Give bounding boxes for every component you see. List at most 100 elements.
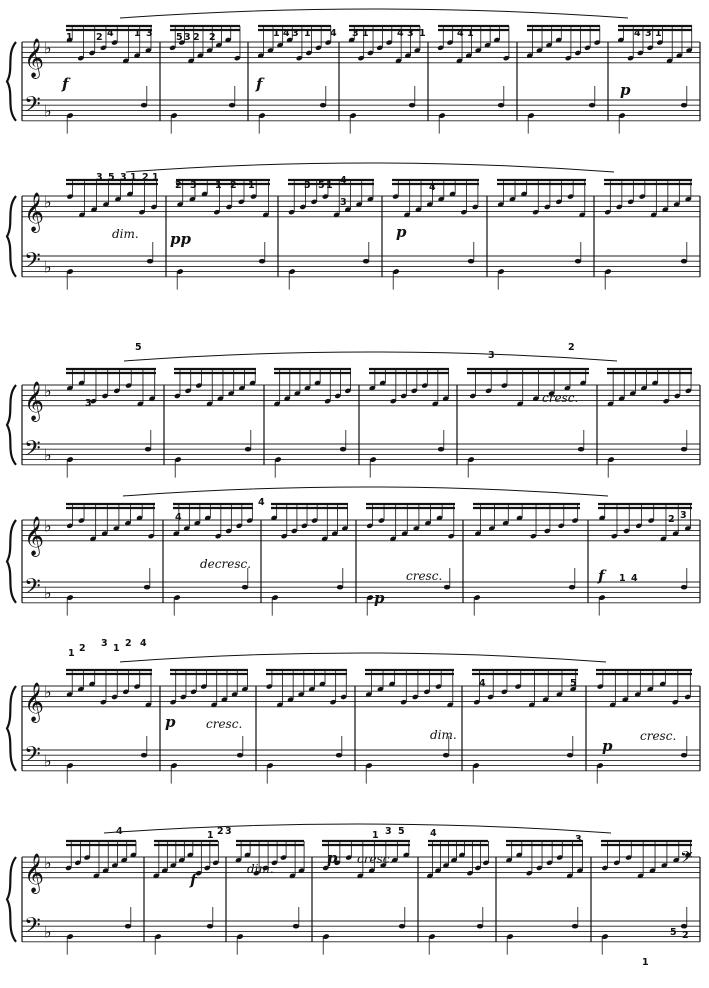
notehead xyxy=(322,865,329,871)
notehead xyxy=(572,518,578,523)
notehead xyxy=(594,40,601,45)
notehead xyxy=(414,48,421,53)
dynamic-marking: p xyxy=(620,81,631,99)
notehead xyxy=(77,55,84,61)
dynamic-marking: p xyxy=(327,849,338,867)
bass-clef-icon: 𝄢 xyxy=(24,575,41,605)
notehead xyxy=(395,58,402,64)
fingering-number: 1 xyxy=(619,573,626,584)
notehead xyxy=(344,207,351,212)
notehead xyxy=(146,258,154,264)
notehead xyxy=(100,699,107,705)
notehead xyxy=(66,934,74,940)
fingering-number: 1 xyxy=(68,648,75,659)
fingering-number: 3 xyxy=(304,180,311,191)
notehead xyxy=(176,269,184,275)
notehead xyxy=(435,868,441,873)
notehead xyxy=(649,868,656,873)
notehead xyxy=(170,863,177,868)
notehead xyxy=(386,40,393,45)
notehead xyxy=(368,868,375,873)
notehead xyxy=(235,857,242,863)
fingering-number: 4 xyxy=(330,28,337,39)
fingering-number: 3 xyxy=(645,28,652,39)
flat-icon: ♭ xyxy=(44,258,52,277)
notehead xyxy=(236,523,243,529)
notehead xyxy=(588,102,596,108)
notehead xyxy=(66,37,73,43)
fingering-number: 4 xyxy=(116,826,123,837)
treble-clef-icon: 𝄞 xyxy=(24,516,44,557)
measure-notes xyxy=(348,24,421,134)
measure-notes xyxy=(601,839,692,955)
fingering-number: 3 xyxy=(407,28,414,39)
fingering-number: 1 xyxy=(152,172,159,183)
fingering-number: 2 xyxy=(568,342,575,353)
notehead xyxy=(140,752,148,758)
fingering-number: 2 xyxy=(142,172,149,183)
notehead xyxy=(314,380,321,386)
fingering-number: 4 xyxy=(429,182,436,193)
notehead xyxy=(400,699,407,705)
notehead xyxy=(204,865,211,871)
notehead xyxy=(226,204,233,210)
notehead xyxy=(449,191,456,197)
notehead xyxy=(93,873,100,879)
notehead xyxy=(437,45,444,51)
brace xyxy=(5,856,17,943)
notehead xyxy=(548,391,555,396)
notehead xyxy=(546,860,553,866)
notehead xyxy=(143,584,151,590)
notehead xyxy=(684,526,691,531)
notehead xyxy=(516,515,523,521)
slur xyxy=(122,486,609,497)
fingering-number: 4 xyxy=(634,28,641,39)
treble-clef-icon: 𝄞 xyxy=(24,381,44,422)
fingering-number: 3 xyxy=(120,172,127,183)
fingering-number: 4 xyxy=(457,28,464,39)
fingering-number: 1 xyxy=(304,28,311,39)
measure-notes xyxy=(173,502,253,616)
notehead xyxy=(634,692,641,697)
notehead xyxy=(625,855,632,860)
measure-notes xyxy=(617,24,693,134)
notehead xyxy=(161,868,168,873)
notehead xyxy=(111,40,118,45)
notehead xyxy=(494,37,500,43)
notehead xyxy=(246,518,253,523)
fingering-number: 3 xyxy=(190,180,197,191)
notehead xyxy=(629,391,636,396)
notehead xyxy=(447,702,454,708)
notehead xyxy=(277,702,283,708)
notehead xyxy=(145,48,152,53)
notehead xyxy=(211,702,218,708)
fingering-number: 1 xyxy=(362,28,369,39)
treble-staff xyxy=(22,685,700,708)
notehead xyxy=(469,393,476,399)
measure-notes xyxy=(288,178,374,290)
fingering-number: 1 xyxy=(326,180,333,191)
notehead xyxy=(183,526,190,531)
notehead xyxy=(497,202,504,207)
notehead xyxy=(476,923,484,929)
bass-staff xyxy=(22,443,700,466)
notehead xyxy=(200,684,207,689)
notehead xyxy=(125,520,131,526)
fingering-number: 5 xyxy=(670,927,677,938)
notehead xyxy=(249,380,256,386)
notehead xyxy=(190,689,197,695)
fingering-number: 2 xyxy=(96,32,103,43)
notehead xyxy=(400,393,407,399)
notehead xyxy=(503,55,510,61)
notehead xyxy=(365,763,373,769)
measure-notes xyxy=(176,178,270,290)
notehead xyxy=(274,401,280,407)
fingering-number: 2 xyxy=(682,930,689,941)
fingering-number: 2 xyxy=(209,32,216,43)
measure-notes xyxy=(497,178,586,290)
notehead xyxy=(501,383,508,388)
notehead xyxy=(322,934,330,940)
notehead xyxy=(244,852,251,858)
notehead xyxy=(467,870,473,876)
